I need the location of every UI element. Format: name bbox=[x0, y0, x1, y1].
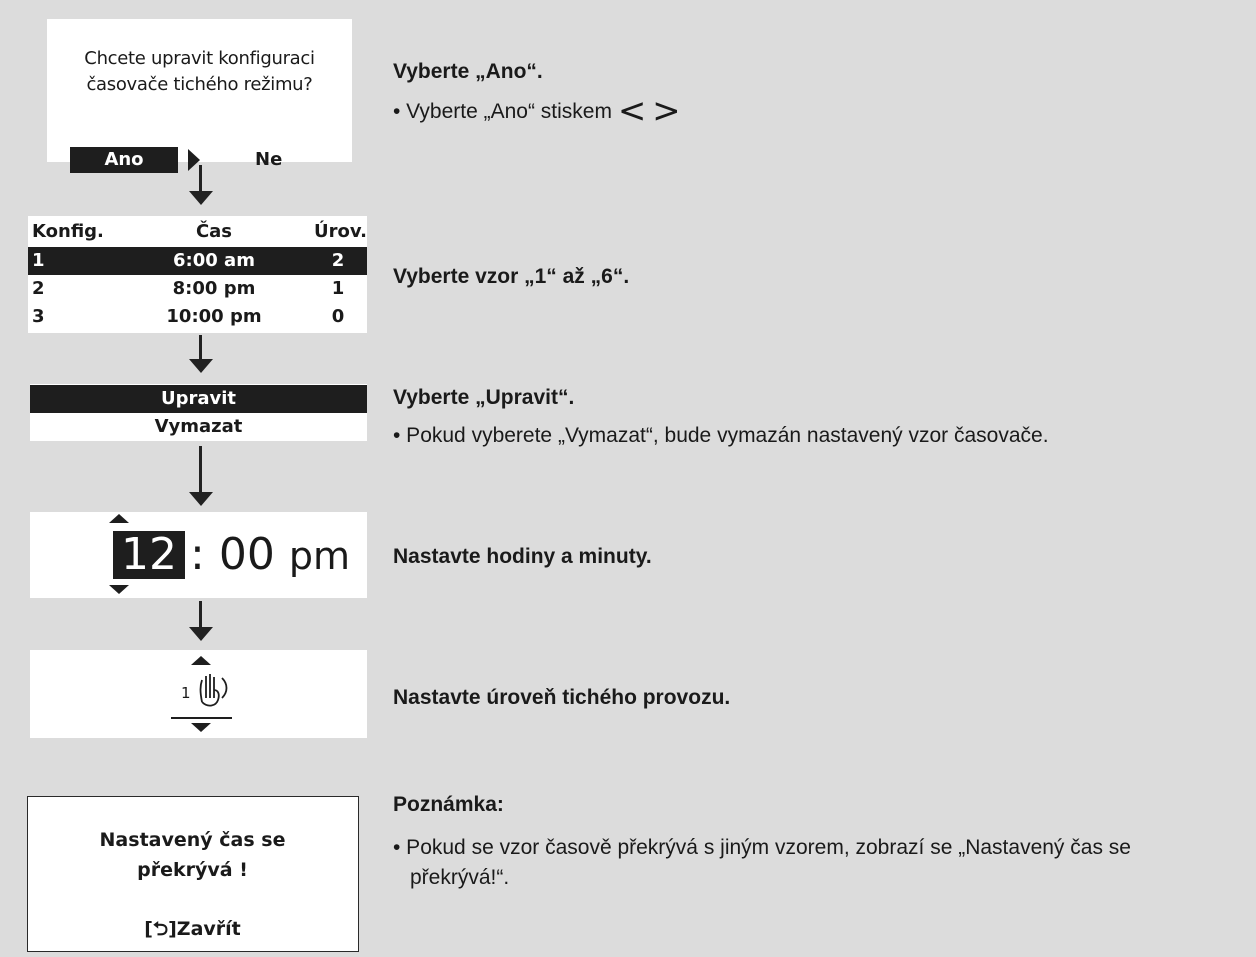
flow-arrow-icon bbox=[186, 601, 216, 643]
step1-bullet: • Vyberte „Ano“ stiskem < > bbox=[393, 94, 681, 128]
quiet-level-panel: 1 bbox=[30, 650, 367, 738]
quiet-hand-icon bbox=[199, 674, 228, 707]
step3-bullet: • Pokud vyberete „Vymazat“, bude vymazán… bbox=[393, 424, 1049, 447]
ampm-value: pm bbox=[288, 534, 350, 578]
row-config: 1 bbox=[32, 250, 45, 271]
overlap-line-2: překrývá ! bbox=[137, 859, 248, 881]
note-bullet: • Pokud se vzor časově překrývá s jiným … bbox=[393, 833, 1131, 893]
cursor-arrow-icon bbox=[188, 149, 200, 171]
row-level: 1 bbox=[331, 278, 345, 299]
time-separator: : bbox=[190, 529, 205, 580]
table-row[interactable]: 2 8:00 pm 1 bbox=[28, 275, 367, 303]
step1-heading: Vyberte „Ano“. bbox=[393, 60, 543, 83]
left-arrow-icon: < bbox=[617, 91, 647, 131]
question-line-1: Chcete upravit konfiguraci bbox=[84, 48, 315, 69]
row-level: 0 bbox=[331, 306, 345, 327]
row-level: 2 bbox=[331, 250, 345, 271]
question-line-2: časovače tichého režimu? bbox=[86, 74, 313, 95]
confirm-question: Chcete upravit konfiguraci časovače tich… bbox=[47, 46, 352, 98]
row-time: 6:00 am bbox=[173, 250, 255, 271]
overlap-message: Nastavený čas se překrývá ! bbox=[28, 825, 357, 885]
table-row[interactable]: 3 10:00 pm 0 bbox=[28, 303, 367, 331]
increase-hour-icon[interactable] bbox=[109, 514, 129, 523]
header-config: Konfig. bbox=[32, 221, 104, 242]
row-config: 2 bbox=[32, 278, 45, 299]
timer-pattern-table: Konfig. Čas Úrov. 1 6:00 am 2 2 8:00 pm … bbox=[28, 216, 367, 333]
edit-delete-menu: Upravit Vymazat bbox=[30, 384, 367, 441]
close-button[interactable]: [⮌]Zavřít bbox=[144, 918, 241, 940]
decrease-hour-icon[interactable] bbox=[109, 585, 129, 594]
quiet-level-value: 1 bbox=[181, 684, 191, 702]
note-line-1: • Pokud se vzor časově překrývá s jiným … bbox=[393, 836, 1131, 859]
flow-arrow-icon bbox=[186, 446, 216, 508]
hour-value[interactable]: 12 bbox=[113, 531, 185, 579]
edit-option[interactable]: Upravit bbox=[30, 385, 367, 413]
level-underline bbox=[171, 717, 232, 719]
step3-heading: Vyberte „Upravit“. bbox=[393, 386, 575, 409]
right-arrow-icon: > bbox=[652, 91, 681, 131]
flow-arrow-icon bbox=[186, 335, 216, 375]
yes-button[interactable]: Ano bbox=[70, 147, 178, 173]
overlap-warning-dialog: Nastavený čas se překrývá ! [⮌]Zavřít bbox=[27, 796, 359, 952]
time-setting-panel: 12 : 00 pm bbox=[30, 512, 367, 598]
increase-level-icon[interactable] bbox=[191, 656, 211, 665]
note-line-2: překrývá!“. bbox=[410, 866, 510, 889]
minute-value[interactable]: 00 bbox=[218, 529, 275, 580]
step1-bullet-text: • Vyberte „Ano“ stiskem bbox=[393, 100, 612, 123]
row-time: 8:00 pm bbox=[172, 278, 256, 299]
confirm-dialog-panel: Chcete upravit konfiguraci časovače tich… bbox=[47, 19, 352, 173]
note-heading: Poznámka: bbox=[393, 793, 504, 816]
row-time: 10:00 pm bbox=[166, 306, 262, 327]
table-row[interactable]: 1 6:00 am 2 bbox=[28, 247, 367, 275]
time-rest: : 00 pm bbox=[190, 531, 350, 579]
no-button[interactable]: Ne bbox=[255, 149, 283, 170]
row-config: 3 bbox=[32, 306, 45, 327]
step2-heading: Vyberte vzor „1“ až „6“. bbox=[393, 265, 630, 288]
step5-heading: Nastavte úroveň tichého provozu. bbox=[393, 686, 731, 709]
decrease-level-icon[interactable] bbox=[191, 723, 211, 732]
overlap-line-1: Nastavený čas se bbox=[99, 829, 286, 851]
flow-arrow-icon bbox=[186, 165, 216, 207]
header-time: Čas bbox=[195, 221, 233, 242]
delete-option[interactable]: Vymazat bbox=[154, 416, 243, 437]
step4-heading: Nastavte hodiny a minuty. bbox=[393, 545, 652, 568]
table-header: Konfig. Čas Úrov. bbox=[28, 218, 367, 246]
header-level: Úrov. bbox=[314, 221, 367, 242]
